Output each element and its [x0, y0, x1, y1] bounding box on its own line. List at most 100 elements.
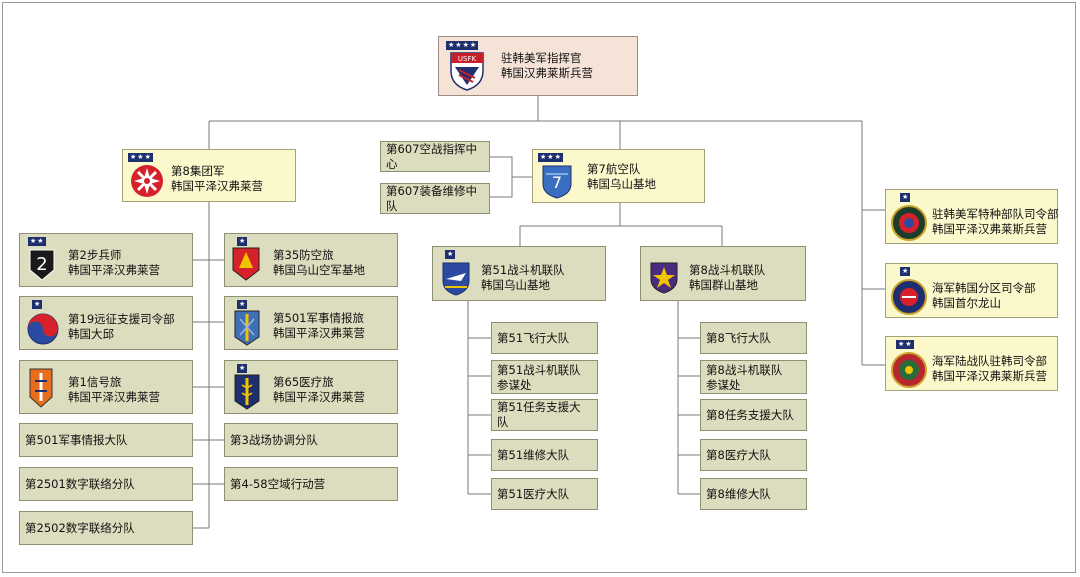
unit-name: 第2501数字联络分队 — [25, 476, 135, 491]
unit-box-607-mxs: 第607装备维修中队 — [380, 183, 490, 214]
wing-51-subunit: 第51战斗机联队 参谋处 — [491, 360, 598, 394]
signal-brigade-patch-icon — [29, 368, 53, 408]
unit-location: 韩国平泽汉弗莱营 — [68, 263, 160, 277]
wing-8-subunit: 第8维修大队 — [700, 478, 807, 510]
socko-box: ★ 驻韩美军特种部队司令部 韩国平泽汉弗莱斯兵营 — [885, 189, 1059, 244]
rank-stars-2: ★★ — [28, 237, 46, 246]
unit-name: 第8医疗大队 — [706, 447, 771, 462]
wing-8-subunit: 第8战斗机联队 参谋处 — [700, 360, 807, 394]
command-title: 驻韩美军特种部队司令部 — [932, 207, 1059, 221]
unit-name: 第3战场协调分队 — [230, 432, 318, 447]
usfk-commander-box: ★★★★ USFK 驻韩美军指挥官 韩国汉弗莱斯兵营 — [438, 36, 638, 96]
rank-stars-1: ★ — [900, 267, 911, 276]
unit-box-501-mi-brigade: ★ 第501军事情报旅 韩国平泽汉弗莱营 — [224, 296, 398, 350]
fighter-wing-8-box: 第8战斗机联队 韩国群山基地 — [640, 246, 806, 301]
taeguk-patch-icon — [27, 313, 59, 345]
rank-stars-1: ★ — [237, 364, 248, 373]
rank-stars-1: ★ — [237, 300, 248, 309]
rank-stars-3: ★★★ — [128, 153, 153, 162]
unit-location: 韩国平泽汉弗莱营 — [273, 390, 365, 404]
wing-8-title: 第8战斗机联队 — [689, 263, 766, 277]
command-title: 海军韩国分区司令部 — [932, 281, 1036, 295]
unit-box-2nd-infantry: ★★ 2 第2步兵师 韩国平泽汉弗莱营 — [19, 233, 193, 287]
wing-51-subunit: 第51飞行大队 — [491, 322, 598, 354]
unit-name: 第51维修大队 — [497, 447, 570, 462]
unit-name: 第607装备维修中队 — [386, 183, 477, 213]
unit-name: 第501军事情报大队 — [25, 432, 128, 447]
wing-51-title: 第51战斗机联队 — [481, 263, 565, 277]
wing-51-location: 韩国乌山基地 — [481, 278, 550, 292]
wing-8-subunit: 第8飞行大队 — [700, 322, 807, 354]
wing-51-shield-icon — [442, 262, 470, 296]
wing-8-subunit: 第8任务支援大队 — [700, 399, 807, 431]
command-location: 韩国平泽汉弗莱斯兵营 — [932, 369, 1047, 383]
unit-box-2501-dld: 第2501数字联络分队 — [19, 467, 193, 501]
command-location: 韩国平泽汉弗莱斯兵营 — [932, 222, 1047, 236]
svg-text:7: 7 — [552, 173, 562, 192]
unit-name: 第35防空旅 — [273, 248, 334, 262]
eighth-army-title: 第8集团军 — [171, 164, 225, 178]
unit-box-2502-dld: 第2502数字联络分队 — [19, 511, 193, 545]
special-forces-seal-icon — [891, 205, 927, 241]
unit-box-65th-medical: ★ 第65医疗旅 韩国平泽汉弗莱营 — [224, 360, 398, 414]
wing-8-location: 韩国群山基地 — [689, 278, 758, 292]
svg-text:USFK: USFK — [458, 55, 477, 63]
eighth-army-patch-icon — [131, 165, 163, 197]
usfk-shield-icon: USFK — [450, 52, 484, 91]
unit-box-19th-esc: ★ 第19远征支援司令部 韩国大邱 — [19, 296, 193, 350]
unit-name: 第1信号旅 — [68, 375, 122, 389]
unit-name: 参谋处 — [497, 378, 532, 392]
unit-name: 第2步兵师 — [68, 248, 122, 262]
unit-box-607-aoc: 第607空战指挥中心 — [380, 141, 490, 172]
rank-stars-3: ★★★ — [538, 153, 563, 162]
unit-name: 第4-58空域行动营 — [230, 476, 326, 491]
wing-8-shield-icon — [650, 262, 678, 294]
unit-name: 参谋处 — [706, 378, 741, 392]
unit-location: 韩国大邱 — [68, 327, 114, 341]
unit-box-3rd-bcd: 第3战场协调分队 — [224, 423, 398, 457]
rank-stars-1: ★ — [32, 300, 43, 309]
wing-8-subunit: 第8医疗大队 — [700, 439, 807, 471]
unit-box-501-mi-group: 第501军事情报大队 — [19, 423, 193, 457]
unit-box-35th-ada: ★ 第35防空旅 韩国乌山空军基地 — [224, 233, 398, 287]
unit-location: 韩国乌山空军基地 — [273, 263, 365, 277]
wing-51-subunit: 第51维修大队 — [491, 439, 598, 471]
cnfk-box: ★ 海军韩国分区司令部 韩国首尔龙山 — [885, 263, 1058, 318]
rank-stars-4: ★★★★ — [446, 41, 479, 50]
unit-name: 第8维修大队 — [706, 486, 771, 501]
unit-name: 第607空战指挥中心 — [386, 141, 477, 171]
eighth-army-box: ★★★ 第8集团军 韩国平泽汉弗莱营 — [122, 149, 296, 202]
rank-stars-1: ★ — [900, 193, 911, 202]
unit-name: 第8战斗机联队 — [706, 363, 783, 377]
wing-51-subunit: 第51医疗大队 — [491, 478, 598, 510]
marfork-box: ★★ 海军陆战队驻韩司令部 韩国平泽汉弗莱斯兵营 — [885, 336, 1058, 391]
command-location: 韩国首尔龙山 — [932, 296, 1001, 310]
unit-box-1st-signal: 第1信号旅 韩国平泽汉弗莱营 — [19, 360, 193, 414]
unit-location: 韩国平泽汉弗莱营 — [273, 326, 365, 340]
unit-name: 第8飞行大队 — [706, 330, 771, 345]
unit-name: 第51飞行大队 — [497, 330, 570, 345]
unit-name: 第51医疗大队 — [497, 486, 570, 501]
unit-name: 第65医疗旅 — [273, 375, 334, 389]
seventh-af-title: 第7航空队 — [587, 162, 641, 176]
unit-name: 第51任务支援大队 — [497, 400, 581, 429]
navy-seal-icon — [891, 279, 927, 315]
air-defense-patch-icon — [232, 247, 260, 281]
svg-text:2: 2 — [36, 254, 47, 275]
unit-name: 第19远征支援司令部 — [68, 312, 175, 326]
fighter-wing-51-box: ★ 第51战斗机联队 韩国乌山基地 — [432, 246, 606, 301]
eighth-army-location: 韩国平泽汉弗莱营 — [171, 179, 263, 193]
unit-name: 第501军事情报旅 — [273, 311, 364, 325]
seventh-af-shield-icon: 7 — [542, 165, 572, 199]
marine-seal-icon — [891, 352, 927, 388]
rank-stars-1: ★ — [445, 250, 456, 259]
mi-brigade-patch-icon — [234, 310, 260, 346]
command-title: 海军陆战队驻韩司令部 — [932, 354, 1047, 368]
medical-brigade-patch-icon — [234, 374, 260, 410]
unit-name: 第8任务支援大队 — [706, 407, 794, 422]
seventh-air-force-box: ★★★ 7 第7航空队 韩国乌山基地 — [532, 149, 705, 203]
unit-name: 第2502数字联络分队 — [25, 520, 135, 535]
rank-stars-2: ★★ — [896, 340, 914, 349]
hq-title: 驻韩美军指挥官 — [501, 51, 582, 65]
